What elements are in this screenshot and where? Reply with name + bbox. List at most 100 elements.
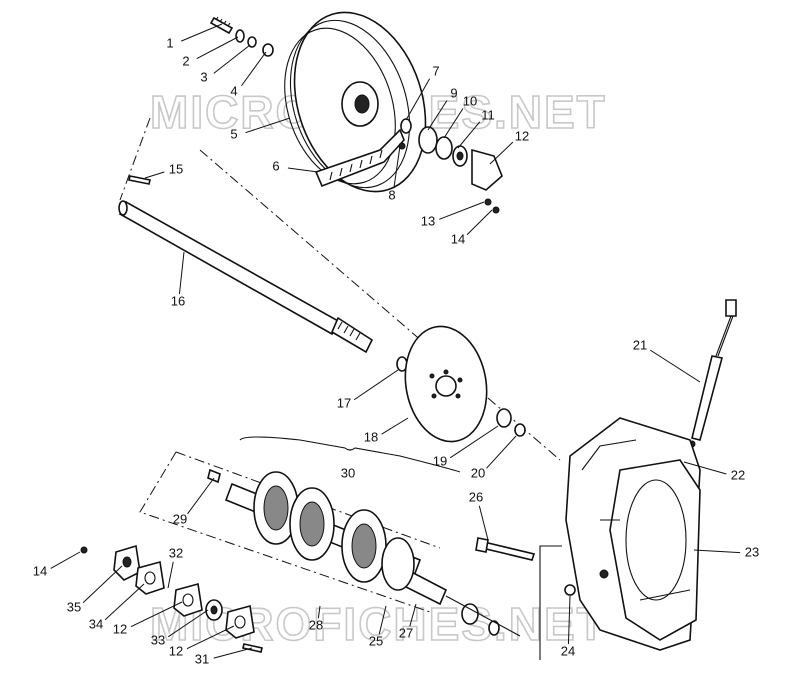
leader-line-9 — [427, 100, 448, 131]
callout-21: 21 — [633, 337, 647, 352]
bolt-26 — [475, 537, 536, 561]
leader-line-7 — [405, 78, 431, 121]
callout-17: 17 — [337, 395, 351, 410]
leader-line-14 — [466, 209, 493, 236]
plate-10 — [435, 136, 453, 160]
leader-line-14 — [50, 551, 81, 569]
callout-1: 1 — [166, 35, 173, 50]
leader-line-1 — [181, 23, 223, 42]
seal-9 — [418, 126, 438, 154]
callout-7: 7 — [432, 63, 439, 78]
dipstick-21 — [688, 299, 737, 448]
watermark-bottom: MICROFICHES.NET — [150, 598, 607, 650]
drive-shaft-16 — [118, 200, 374, 354]
nut-24 — [564, 584, 576, 596]
drive-belt-6 — [314, 128, 405, 188]
nut-14-lower — [80, 546, 88, 554]
callout-14: 14 — [33, 563, 47, 578]
callout-13: 13 — [421, 213, 435, 228]
callout-layer: 1234567891011121314151617181920212223242… — [33, 23, 759, 666]
leader-line-23 — [693, 549, 741, 554]
flange-12-top — [471, 148, 503, 191]
callout-27: 27 — [399, 625, 413, 640]
nut-14-top — [492, 206, 500, 214]
leader-line-2 — [196, 36, 239, 59]
callout-34: 34 — [89, 616, 103, 631]
leader-line-19 — [449, 425, 499, 459]
washer-7 — [400, 118, 412, 134]
callout-4: 4 — [230, 83, 237, 98]
leader-line-3 — [213, 44, 251, 74]
leader-line-29 — [187, 477, 215, 515]
leader-line-12 — [130, 601, 183, 628]
leader-line-15 — [144, 171, 165, 179]
leader-line-28 — [317, 605, 321, 619]
bracket-30 — [239, 436, 461, 473]
centerline-drive-shaft — [119, 117, 561, 461]
callout-35: 35 — [67, 599, 81, 614]
key-15 — [128, 175, 151, 185]
leader-line-27 — [409, 603, 417, 627]
leader-line-16 — [178, 251, 185, 295]
leader-line-33 — [167, 609, 209, 638]
leader-line-32 — [167, 561, 174, 589]
bearing-19-top — [496, 408, 512, 428]
callout-18: 18 — [364, 429, 378, 444]
callout-11: 11 — [481, 107, 495, 122]
flange-12-lower-a — [173, 582, 203, 617]
brake-disc-18 — [404, 325, 488, 443]
callout-8: 8 — [388, 187, 395, 202]
leader-line-6 — [287, 167, 319, 173]
leader-line-34 — [104, 583, 145, 621]
callout-3: 3 — [200, 69, 207, 84]
callout-19: 19 — [433, 453, 447, 468]
bearing-19-lower — [461, 603, 479, 625]
bolt-1 — [209, 16, 234, 35]
callout-24: 24 — [561, 643, 575, 658]
callout-32: 32 — [169, 545, 183, 560]
screw-8 — [398, 142, 406, 150]
leader-line-17 — [353, 369, 399, 401]
callout-12: 12 — [515, 128, 529, 143]
callout-16: 16 — [171, 293, 185, 308]
leader-line-5 — [245, 117, 291, 134]
leader-line-4 — [241, 51, 267, 87]
ring-20-top — [514, 423, 526, 437]
callout-33: 33 — [151, 632, 165, 647]
callout-31: 31 — [195, 651, 209, 666]
leader-line-24 — [567, 595, 571, 645]
plate-34 — [135, 560, 165, 595]
leader-line-31 — [213, 647, 253, 659]
callout-9: 9 — [450, 85, 457, 100]
washer-2 — [235, 29, 245, 43]
bolt-31 — [242, 643, 263, 653]
leader-line-20 — [486, 435, 517, 469]
callout-25: 25 — [369, 633, 383, 648]
leader-line-12 — [186, 625, 235, 650]
screw-29 — [207, 468, 221, 484]
callout-22: 22 — [731, 467, 745, 482]
bolt-26-leader — [539, 545, 562, 660]
callout-28: 28 — [309, 617, 323, 632]
callout-29: 29 — [173, 511, 187, 526]
callout-23: 23 — [745, 544, 759, 559]
callout-20: 20 — [471, 465, 485, 480]
leader-line-35 — [82, 565, 123, 604]
leader-line-25 — [378, 605, 387, 635]
callout-10: 10 — [463, 93, 477, 108]
callout-2: 2 — [182, 53, 189, 68]
washer-3 — [247, 36, 257, 48]
ring-20-lower — [488, 620, 500, 636]
callout-26: 26 — [469, 489, 483, 504]
leader-line-21 — [650, 349, 701, 383]
leader-line-12 — [489, 141, 514, 165]
leader-line-18 — [381, 417, 409, 435]
leader-line-22 — [683, 461, 727, 475]
leader-line-8 — [393, 145, 401, 189]
callout-12: 12 — [113, 621, 127, 636]
driven-shaft-assembly-30 — [224, 471, 448, 606]
callout-5: 5 — [230, 126, 237, 141]
callout-30: 30 — [341, 465, 355, 480]
chaincase-23 — [565, 417, 701, 651]
